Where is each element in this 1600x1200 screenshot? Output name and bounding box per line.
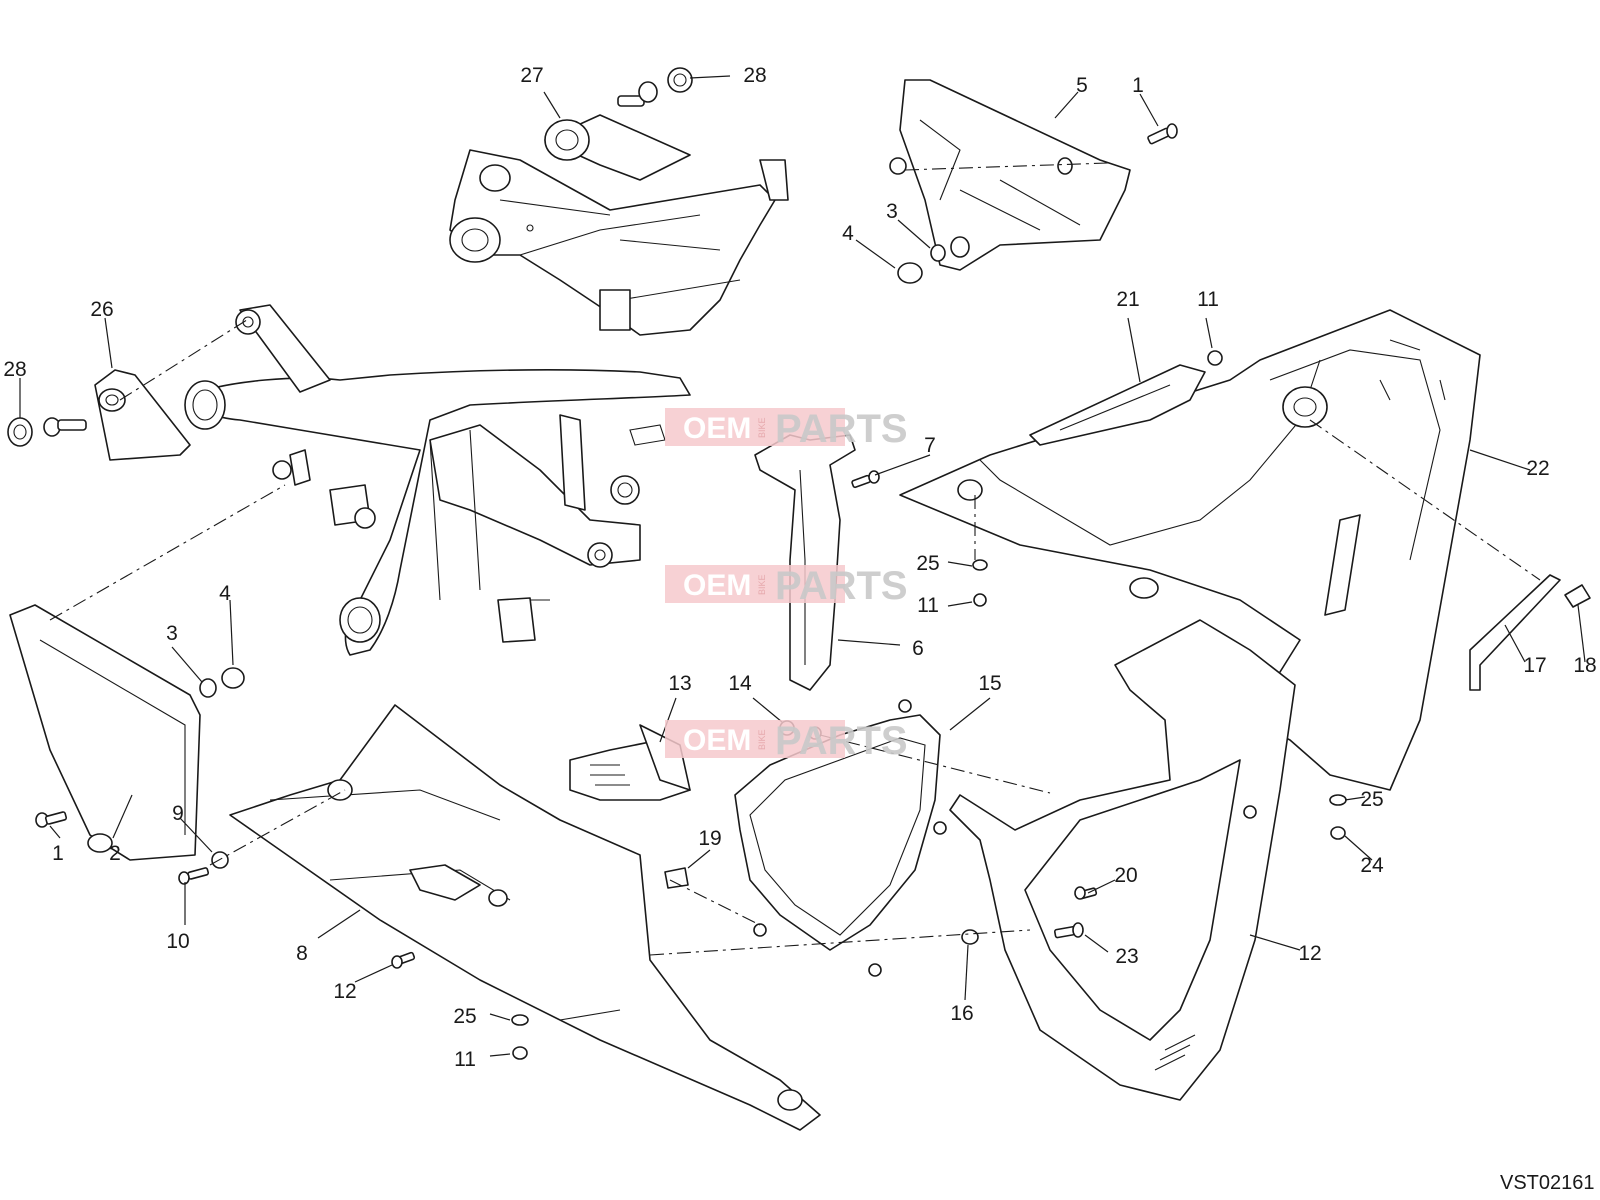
diagram-code: VST02161 [1500, 1172, 1595, 1194]
part-19-clip [664, 867, 689, 889]
watermark-word2: PARTS [775, 407, 908, 451]
callout-25: 25 [453, 1005, 476, 1028]
watermarks: OEM BIKE PARTS OEM BIKE PARTS OEM BIKE PARTS [665, 407, 908, 763]
part-7-screw [851, 470, 880, 489]
callout-11: 11 [1197, 288, 1219, 311]
callout-22: 22 [1526, 457, 1549, 480]
part-26-bracket [94, 369, 191, 461]
callout-27: 27 [520, 64, 543, 87]
part-6-air-duct [754, 434, 856, 691]
part-25-24-fasteners-right [1329, 794, 1347, 840]
callout-10: 10 [166, 930, 189, 953]
callout-28: 28 [3, 358, 26, 381]
callout-7: 7 [924, 434, 936, 457]
callout-18: 18 [1573, 654, 1596, 677]
watermark-word1: OEM [683, 724, 751, 757]
part-2-side-cover [9, 604, 201, 861]
upper-subframe [449, 149, 789, 336]
callout-28: 28 [743, 64, 766, 87]
watermark-small: BIKE [757, 729, 767, 750]
part-28-grommet-left [7, 417, 87, 447]
callout-21: 21 [1116, 288, 1139, 311]
part-9-10-fasteners [178, 851, 229, 885]
callout-25: 25 [1360, 788, 1383, 811]
callout-23: 23 [1115, 945, 1138, 968]
callout-24: 24 [1360, 854, 1384, 877]
part-1-screw-left [35, 811, 68, 828]
part-15-panel [734, 699, 947, 977]
watermark-small: BIKE [757, 417, 767, 438]
frame-assembly [184, 304, 691, 656]
part-25-11-fasteners-bottom [511, 1014, 529, 1060]
callout-9: 9 [172, 802, 184, 825]
callout-5: 5 [1076, 74, 1088, 97]
part-21-heat-shield [1029, 364, 1206, 446]
watermark-word2: PARTS [775, 564, 908, 608]
watermark-1: OEM BIKE PARTS [665, 407, 908, 451]
callout-8: 8 [296, 942, 308, 965]
watermark-2: OEM BIKE PARTS [665, 564, 908, 608]
part-16-side-fairing [949, 619, 1296, 1101]
part-27-bracket [544, 114, 691, 181]
watermark-word2: PARTS [775, 719, 908, 763]
watermark-small: BIKE [757, 574, 767, 595]
part-25-11-fasteners-mid [972, 559, 988, 607]
callout-17: 17 [1523, 654, 1546, 677]
callout-2: 2 [109, 842, 121, 865]
part-23-clip [961, 929, 979, 945]
part-1-screw-top [1147, 123, 1178, 145]
part-8-lower-fairing [229, 704, 821, 1131]
part-3-4-spacers-top [897, 244, 946, 284]
part-12-screw-left [391, 951, 416, 969]
callout-1: 1 [52, 842, 64, 865]
part-28-grommet-top [617, 67, 693, 107]
callout-20: 20 [1114, 864, 1137, 887]
callout-1: 1 [1132, 74, 1144, 97]
watermark-word1: OEM [683, 412, 751, 445]
watermark-3: OEM BIKE PARTS [665, 719, 908, 763]
callout-12: 12 [333, 980, 356, 1003]
callout-13: 13 [668, 672, 691, 695]
callout-12: 12 [1298, 942, 1321, 965]
part-17-18-bracket [1469, 574, 1591, 691]
callout-4: 4 [842, 222, 854, 245]
alignment-lines [49, 162, 1541, 956]
callout-11: 11 [917, 594, 939, 617]
callout-11: 11 [454, 1048, 476, 1071]
callout-26: 26 [90, 298, 113, 321]
callout-19: 19 [698, 827, 721, 850]
part-11-screw-top [1207, 350, 1223, 366]
callout-14: 14 [728, 672, 752, 695]
callout-16: 16 [950, 1002, 973, 1025]
part-12-screw-right [1053, 922, 1084, 939]
callout-4: 4 [219, 582, 231, 605]
watermark-word1: OEM [683, 569, 751, 602]
callout-3: 3 [886, 200, 898, 223]
part-3-4-spacers-left [199, 667, 245, 698]
part-5-upper-panel [889, 79, 1131, 271]
callout-15: 15 [978, 672, 1001, 695]
callout-6: 6 [912, 637, 924, 660]
callout-3: 3 [166, 622, 178, 645]
callout-25: 25 [916, 552, 939, 575]
